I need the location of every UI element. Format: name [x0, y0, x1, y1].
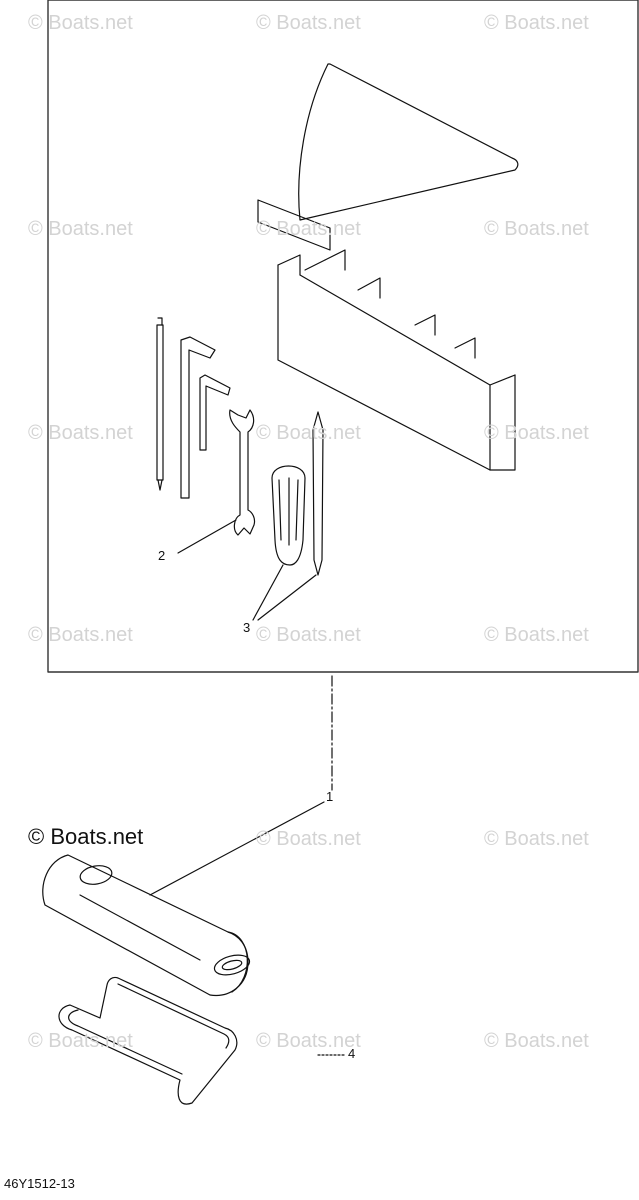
watermark: © Boats.net: [484, 624, 589, 646]
watermark: © Boats.net: [484, 12, 589, 34]
screwdriver-illustration: [271, 465, 306, 566]
leader-line-3a: [252, 564, 284, 621]
leader-line-1: [149, 801, 325, 896]
watermark: © Boats.net: [256, 1030, 361, 1052]
callout-number[interactable]: 3: [243, 620, 251, 635]
watermark: © Boats.net: [484, 218, 589, 240]
watermark: © Boats.net: [28, 1030, 133, 1052]
open-end-wrench-illustration: [229, 409, 256, 536]
tool-bag-illustration: [257, 63, 519, 471]
watermark: © Boats.net: [256, 828, 361, 850]
watermark: © Boats.net: [28, 218, 133, 240]
watermark: © Boats.net: [256, 422, 361, 444]
assembly-frame: [47, 0, 639, 673]
watermark: © Boats.net: [484, 828, 589, 850]
extension-rod-illustration: [156, 317, 164, 491]
hex-wrench-large-illustration: [180, 336, 216, 499]
leader-line-2: [177, 519, 237, 554]
callout-number[interactable]: 2: [158, 548, 166, 563]
watermark: © Boats.net: [256, 624, 361, 646]
callout-number[interactable]: 4: [348, 1046, 356, 1061]
tool-roll-illustration: [42, 854, 251, 997]
watermark: © Boats.net: [28, 12, 133, 34]
watermark: © Boats.net: [484, 422, 589, 444]
watermark: © Boats.net: [28, 624, 133, 646]
diagram-code: 46Y1512-13: [4, 1176, 75, 1191]
watermark: © Boats.net: [484, 1030, 589, 1052]
phillips-rod-illustration: [312, 411, 324, 576]
elastic-band-illustration: [58, 976, 238, 1105]
hex-wrench-small-illustration: [199, 374, 231, 451]
watermark-dark: © Boats.net: [28, 824, 144, 849]
watermark: © Boats.net: [28, 422, 133, 444]
watermark: © Boats.net: [256, 12, 361, 34]
callout-number[interactable]: 1: [326, 789, 334, 804]
leader-line-3b: [257, 574, 317, 621]
watermark: © Boats.net: [256, 218, 361, 240]
